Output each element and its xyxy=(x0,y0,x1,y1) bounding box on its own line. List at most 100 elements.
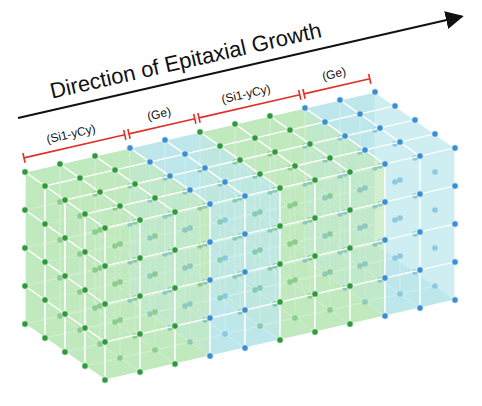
atom xyxy=(62,311,68,317)
atom xyxy=(452,145,458,151)
atom xyxy=(277,185,283,191)
atom xyxy=(82,325,88,331)
atom xyxy=(197,129,203,135)
atom xyxy=(22,283,28,289)
atom xyxy=(42,335,48,341)
atom xyxy=(22,207,28,213)
atom xyxy=(82,249,88,255)
atom xyxy=(347,321,353,327)
atom xyxy=(82,363,88,369)
atom xyxy=(312,253,318,259)
cell-face xyxy=(245,302,280,348)
atom xyxy=(382,161,388,167)
atom xyxy=(172,323,178,329)
atom xyxy=(42,221,48,227)
atom xyxy=(62,197,68,203)
atom xyxy=(452,183,458,189)
atom xyxy=(302,105,308,111)
atom xyxy=(382,237,388,243)
atom xyxy=(417,305,423,311)
atom xyxy=(312,329,318,335)
atom xyxy=(412,117,418,123)
bracket-tick xyxy=(299,90,301,100)
atom xyxy=(277,223,283,229)
atom xyxy=(242,269,248,275)
atom xyxy=(277,337,283,343)
layer-label: (Si1-yCy) xyxy=(221,82,272,105)
atom xyxy=(397,139,403,145)
bracket-line xyxy=(129,119,195,134)
atom xyxy=(357,111,363,117)
atom xyxy=(242,231,248,237)
atom xyxy=(162,137,168,143)
atom xyxy=(322,119,328,125)
cell-face xyxy=(315,286,350,332)
atom xyxy=(337,97,343,103)
atom xyxy=(277,299,283,305)
atom xyxy=(382,313,388,319)
atom xyxy=(167,173,173,179)
atom xyxy=(207,353,213,359)
atom xyxy=(452,259,458,265)
cell-face xyxy=(65,314,85,366)
atom xyxy=(307,141,313,147)
atom xyxy=(102,339,108,345)
atom xyxy=(62,235,68,241)
atom xyxy=(182,151,188,157)
atom xyxy=(137,217,143,223)
atom xyxy=(372,89,378,95)
atom xyxy=(42,297,48,303)
atom xyxy=(417,153,423,159)
atom xyxy=(22,169,28,175)
atom xyxy=(137,255,143,261)
atom xyxy=(172,247,178,253)
bracket-line xyxy=(304,79,370,94)
cell-face xyxy=(385,270,420,316)
atom xyxy=(62,273,68,279)
atom xyxy=(207,277,213,283)
atom xyxy=(187,187,193,193)
atom xyxy=(102,377,108,383)
atom xyxy=(237,157,243,163)
bracket-tick xyxy=(303,89,305,99)
atom xyxy=(272,149,278,155)
atom xyxy=(207,201,213,207)
atom xyxy=(432,131,438,137)
atom xyxy=(82,211,88,217)
crystal-lattice xyxy=(22,89,458,383)
atom xyxy=(92,153,98,159)
atom xyxy=(117,203,123,209)
atom xyxy=(102,263,108,269)
atom xyxy=(312,291,318,297)
atom xyxy=(152,195,158,201)
atom xyxy=(172,285,178,291)
cell-face xyxy=(175,318,210,364)
atom xyxy=(382,275,388,281)
cell-face xyxy=(85,328,105,380)
bracket-tick xyxy=(124,130,126,140)
atom xyxy=(312,215,318,221)
atom xyxy=(127,145,133,151)
atom xyxy=(217,143,223,149)
atom xyxy=(62,349,68,355)
atom xyxy=(342,133,348,139)
atom xyxy=(232,121,238,127)
atom xyxy=(252,135,258,141)
atom xyxy=(347,169,353,175)
growth-arrow xyxy=(18,17,462,119)
cell-face xyxy=(210,310,245,356)
atom xyxy=(207,239,213,245)
atom xyxy=(42,183,48,189)
bracket-tick xyxy=(198,113,200,123)
atom xyxy=(362,147,368,153)
atom xyxy=(102,301,108,307)
cell-face xyxy=(140,326,175,372)
atom xyxy=(267,113,273,119)
atom xyxy=(202,165,208,171)
atom xyxy=(42,259,48,265)
atom xyxy=(382,199,388,205)
atom xyxy=(82,287,88,293)
atom xyxy=(112,167,118,173)
atom xyxy=(327,155,333,161)
atom xyxy=(392,103,398,109)
